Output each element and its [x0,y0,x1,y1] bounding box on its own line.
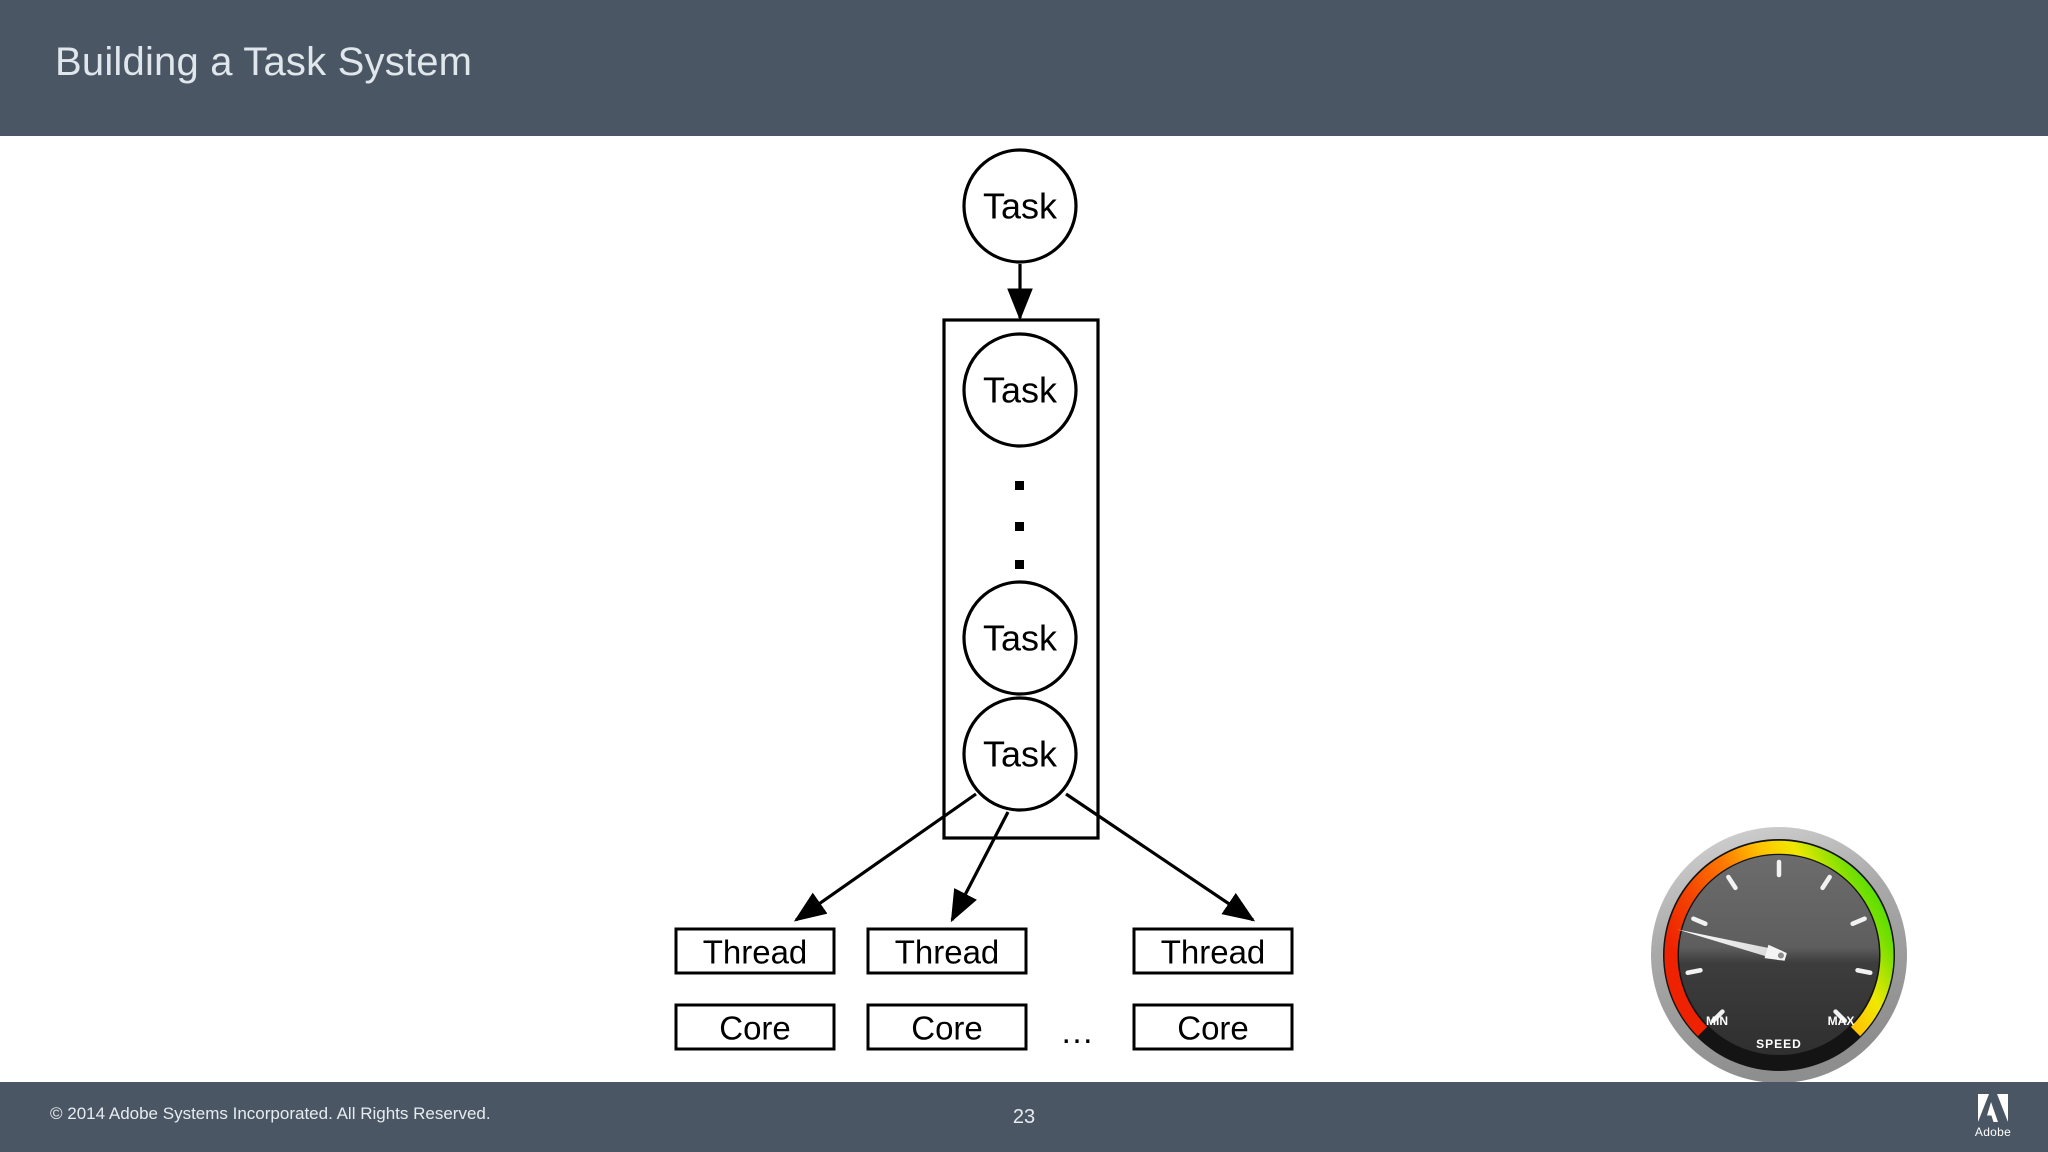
page-number: 23 [1012,1106,1036,1128]
gauge-color-arc [1664,840,1894,1037]
thread-label-3: Thread [1161,934,1266,971]
gauge-needle [1677,929,1787,961]
thread-box-1: Thread [674,927,836,975]
task-system-diagram: Task Task Task Task [674,148,1294,1051]
gauge-min-label: MIN [1706,1014,1728,1028]
page-title: Building a Task System [55,40,473,84]
slide-header: Building a Task System [0,0,2048,136]
queue-ellipsis-dots [1015,481,1024,569]
queue-task-label-3: Task [983,734,1058,775]
core-box-3: Core [1132,1003,1294,1051]
thread-box-2: Thread [866,927,1028,975]
core-box-1: Core [674,1003,836,1051]
core-label-2: Core [911,1010,983,1047]
queue-task-node-3: Task [962,696,1078,812]
gauge-ticks [1685,859,1873,1024]
core-box-2: Core [866,1003,1028,1051]
cores-ellipsis: … [1060,1013,1094,1051]
adobe-logo: Adobe [1960,1092,2026,1146]
incoming-task-label: Task [983,186,1058,227]
copyright-text: © 2014 Adobe Systems Incorporated. All R… [50,1104,491,1123]
speed-gauge: MIN MAX SPEED [1651,827,1907,1083]
gauge-max-label: MAX [1828,1014,1855,1028]
queue-task-label-2: Task [983,618,1058,659]
arrow-queue-to-thread-3 [1065,792,1256,922]
arrow-queue-to-thread-1 [793,792,977,922]
incoming-task-node: Task [962,148,1078,264]
slide-footer: © 2014 Adobe Systems Incorporated. All R… [0,1082,2048,1152]
thread-box-3: Thread [1132,927,1294,975]
queue-task-node-2: Task [962,580,1078,696]
thread-label-2: Thread [895,934,1000,971]
adobe-logo-word: Adobe [1974,1125,2012,1139]
queue-task-label-1: Task [983,370,1058,411]
thread-label-1: Thread [703,934,808,971]
gauge-title-label: SPEED [1756,1037,1802,1051]
slide-body: Task Task Task Task [0,136,2048,1083]
adobe-a-icon [1978,1094,2008,1122]
core-label-1: Core [719,1010,791,1047]
queue-task-node-1: Task [962,332,1078,448]
core-label-3: Core [1177,1010,1249,1047]
arrow-queue-to-thread-2 [950,811,1010,923]
